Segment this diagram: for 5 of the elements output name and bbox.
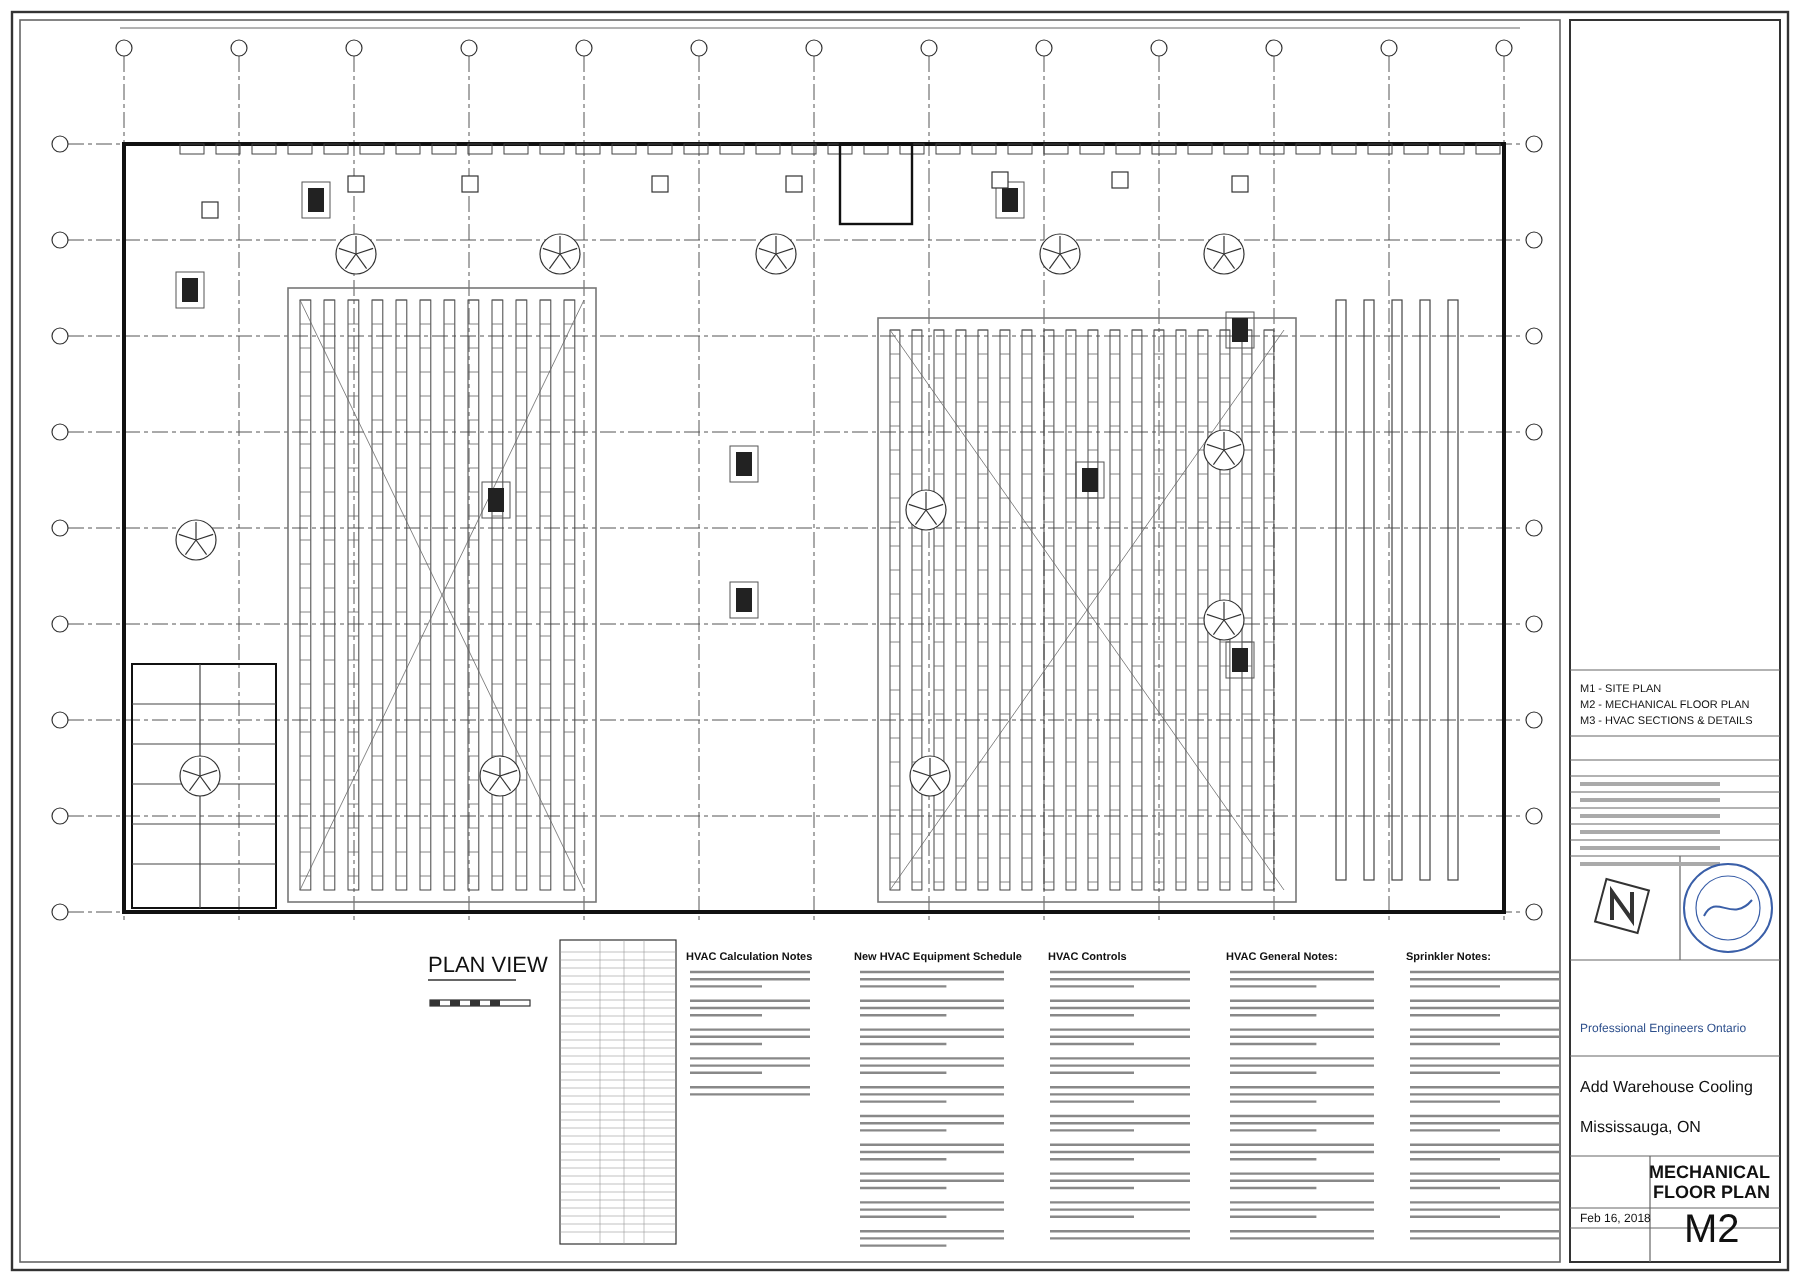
sheet-number: M2 — [1684, 1208, 1740, 1252]
sheet-title: MECHANICAL FLOOR PLAN — [1647, 1164, 1770, 1204]
project-name: Add Warehouse Cooling — [1580, 1080, 1753, 1098]
view-title: PLAN VIEW — [428, 954, 548, 979]
project-location: Mississauga, ON — [1580, 1120, 1701, 1138]
